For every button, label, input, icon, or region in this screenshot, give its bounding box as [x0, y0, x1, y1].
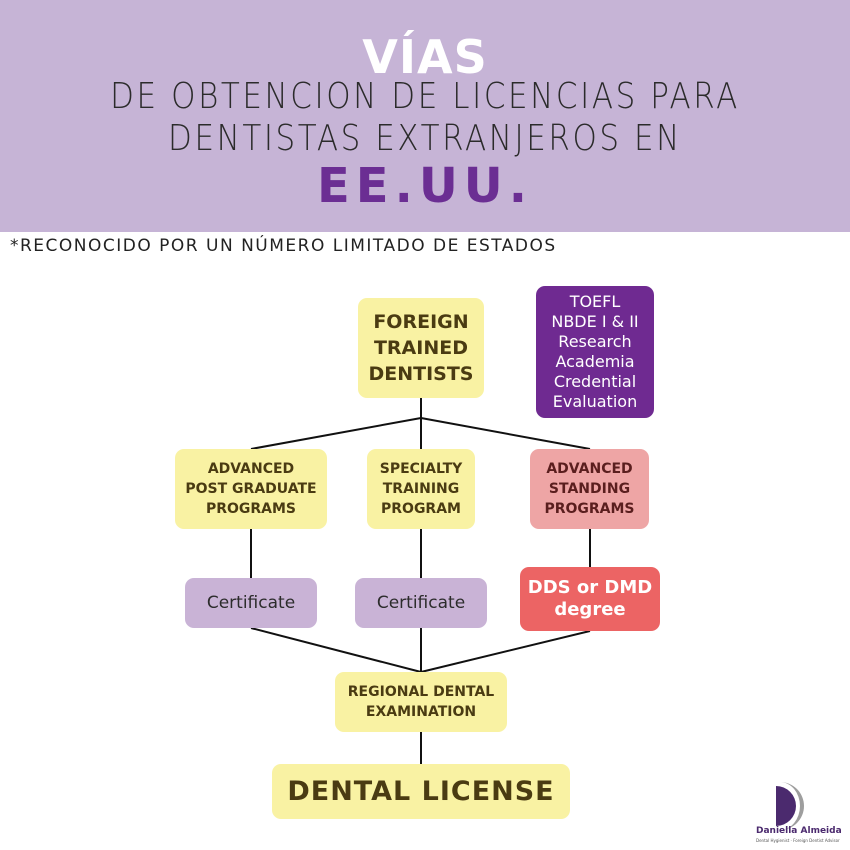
title-line-1: DE OBTENCION DE LICENCIAS PARA — [110, 76, 740, 117]
connector-root-left — [250, 417, 422, 450]
foreign-trained-dentists-box: FOREIGN TRAINED DENTISTS — [358, 298, 484, 398]
title-banner: VÍAS DE OBTENCION DE LICENCIAS PARA DENT… — [0, 0, 850, 232]
specialty-training-box: SPECIALTY TRAINING PROGRAM — [367, 449, 475, 529]
title-vias: VÍAS — [362, 30, 488, 84]
logo-name: Daniella Almeida — [756, 826, 842, 836]
connector-cert1-exam — [250, 627, 422, 673]
daniella-almeida-logo-icon — [776, 782, 804, 830]
connector-root-right — [420, 417, 591, 450]
dental-license-box: DENTAL LICENSE — [272, 764, 570, 819]
advanced-post-graduate-box: ADVANCED POST GRADUATE PROGRAMS — [175, 449, 327, 529]
title-country: EE.UU. — [317, 158, 533, 214]
certificate-box-2: Certificate — [355, 578, 487, 628]
footnote: *RECONOCIDO POR UN NÚMERO LIMITADO DE ES… — [10, 236, 557, 256]
logo-tagline: Dental Hygienist · Foreign Dentist Advis… — [756, 838, 840, 843]
advanced-standing-box: ADVANCED STANDING PROGRAMS — [530, 449, 649, 529]
dds-dmd-degree-box: DDS or DMD degree — [520, 567, 660, 631]
requirements-box: TOEFL NBDE I & II Research Academia Cred… — [536, 286, 654, 418]
regional-dental-exam-box: REGIONAL DENTAL EXAMINATION — [335, 672, 507, 732]
title-line-2: DENTISTAS EXTRANJEROS EN — [168, 118, 682, 159]
certificate-box-1: Certificate — [185, 578, 317, 628]
connector-dds-exam — [420, 630, 591, 673]
